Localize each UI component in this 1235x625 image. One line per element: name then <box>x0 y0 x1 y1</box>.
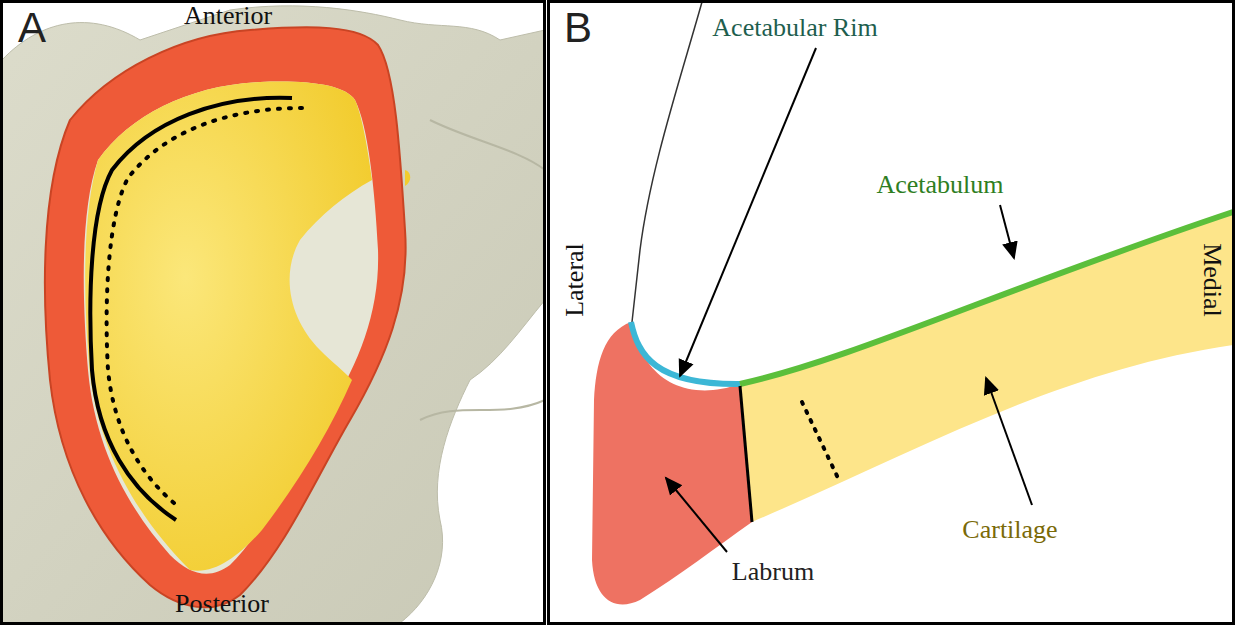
part-label: Acetabulum <box>876 172 1003 198</box>
part-label: Labrum <box>732 559 814 585</box>
panel-letter: A <box>18 7 46 49</box>
direction-label: Medial <box>1199 243 1225 317</box>
panel-a <box>0 0 545 625</box>
part-label: Acetabular Rim <box>712 15 877 41</box>
direction-label: Lateral <box>562 243 588 317</box>
panel-b <box>549 2 1234 624</box>
direction-label: Anterior <box>184 3 272 29</box>
part-label: Cartilage <box>962 517 1057 543</box>
panel-letter: B <box>564 7 592 49</box>
direction-label: Posterior <box>175 591 269 617</box>
